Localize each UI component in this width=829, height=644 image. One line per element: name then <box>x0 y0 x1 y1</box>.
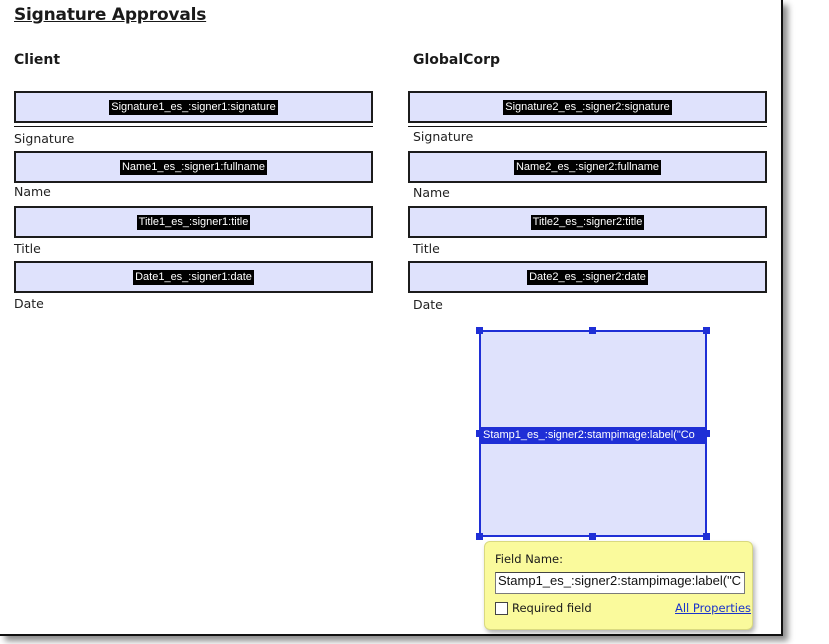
title1-field[interactable]: Title1_es_:signer1:title <box>14 206 373 238</box>
resize-handle-bottom-right[interactable] <box>703 533 710 540</box>
resize-handle-bottom[interactable] <box>589 533 596 540</box>
date2-field[interactable]: Date2_es_:signer2:date <box>408 261 767 293</box>
field-name-input[interactable]: Stamp1_es_:signer2:stampimage:label("C <box>495 572 745 594</box>
field-name-tag: Title2_es_:signer2:title <box>530 214 645 230</box>
signature-caption: Signature <box>14 131 75 146</box>
stamp-field[interactable]: Stamp1_es_:signer2:stampimage:label("Co <box>479 330 707 537</box>
field-properties-popup: Field Name: Stamp1_es_:signer2:stampimag… <box>484 541 753 630</box>
resize-handle-top-left[interactable] <box>476 327 483 334</box>
title-caption: Title <box>413 241 440 256</box>
name1-field[interactable]: Name1_es_:signer1:fullname <box>14 151 373 183</box>
signature-caption: Signature <box>413 129 474 144</box>
field-name-tag: Date1_es_:signer1:date <box>133 269 254 285</box>
title2-field[interactable]: Title2_es_:signer2:title <box>408 206 767 238</box>
field-name-tag: Signature1_es_:signer1:signature <box>109 99 278 115</box>
signature-line <box>408 126 767 127</box>
date1-field[interactable]: Date1_es_:signer1:date <box>14 261 373 293</box>
field-name-tag: Name2_es_:signer2:fullname <box>513 159 662 175</box>
title-caption: Title <box>14 241 41 256</box>
required-field-checkbox[interactable] <box>495 602 508 615</box>
field-name-label: Field Name: <box>495 552 564 566</box>
resize-handle-left[interactable] <box>476 430 483 437</box>
name2-field[interactable]: Name2_es_:signer2:fullname <box>408 151 767 183</box>
resize-handle-top[interactable] <box>589 327 596 334</box>
name-caption: Name <box>413 185 450 200</box>
stamp-field-name-tag: Stamp1_es_:signer2:stampimage:label("Co <box>481 427 705 444</box>
globalcorp-heading: GlobalCorp <box>413 52 500 68</box>
resize-handle-right[interactable] <box>703 430 710 437</box>
signature-line <box>14 126 373 127</box>
client-heading: Client <box>14 52 61 68</box>
document-page: Signature Approvals Client GlobalCorp Si… <box>0 0 783 636</box>
signature1-field[interactable]: Signature1_es_:signer1:signature <box>14 91 373 123</box>
field-name-tag: Title1_es_:signer1:title <box>136 214 251 230</box>
required-field-label: Required field <box>512 601 592 615</box>
field-name-tag: Date2_es_:signer2:date <box>527 269 648 285</box>
field-name-tag: Signature2_es_:signer2:signature <box>503 99 672 115</box>
date-caption: Date <box>413 297 443 312</box>
signature2-field[interactable]: Signature2_es_:signer2:signature <box>408 91 767 123</box>
date-caption: Date <box>14 296 44 311</box>
resize-handle-bottom-left[interactable] <box>476 533 483 540</box>
name-caption: Name <box>14 184 51 199</box>
resize-handle-top-right[interactable] <box>703 327 710 334</box>
field-name-tag: Name1_es_:signer1:fullname <box>119 159 268 175</box>
page-title: Signature Approvals <box>14 5 207 25</box>
all-properties-link[interactable]: All Properties <box>675 601 752 615</box>
